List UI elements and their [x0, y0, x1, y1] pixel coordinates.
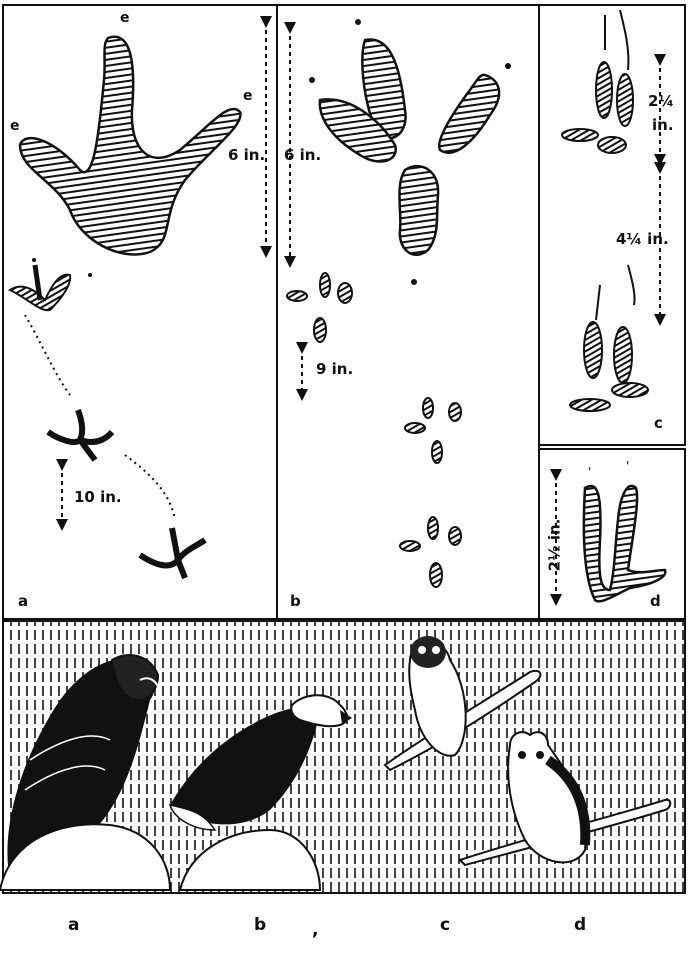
panel-d-letter: d [650, 592, 661, 610]
caption-comma: , [312, 920, 318, 940]
caption-d: d [574, 915, 586, 935]
svg-text:': ' [626, 459, 629, 473]
owl-track-d: ' ' [584, 459, 665, 601]
condor-small-track-1 [10, 258, 92, 310]
caption-a: a [68, 915, 79, 935]
panel-a-measure-6in: 6 in. [228, 146, 265, 164]
svg-text:': ' [588, 465, 591, 479]
panel-d-measure-2-1-2: 2½ in. [545, 519, 563, 572]
svg-text:e: e [120, 10, 130, 26]
eagle-small-track-3 [400, 517, 461, 587]
panel-b-letter: b [290, 592, 301, 610]
caption-b: b [254, 915, 266, 935]
eagle-small-track-2 [405, 398, 461, 463]
condor-small-track-2 [48, 410, 112, 460]
panel-a-measure-10in: 10 in. [74, 488, 122, 506]
caption-c: c [440, 915, 450, 935]
panel-b-measure-6in: 6 in. [284, 146, 321, 164]
panel-a-letter: a [18, 592, 28, 610]
owl-track-upper [562, 10, 633, 153]
condor-small-track-3 [140, 528, 205, 578]
panel-c-letter: c [654, 414, 663, 432]
panel-c-measure-4-1-4: 4¼ in. [616, 230, 669, 248]
eagle-small-track-1 [287, 273, 352, 342]
condor-large-track: e e e [10, 10, 253, 254]
svg-text:e: e [243, 88, 253, 104]
owl-track-lower [570, 265, 648, 411]
panel-c-measure-2-1-4: 2¼ [648, 92, 674, 110]
svg-text:e: e [10, 118, 20, 134]
eagle-large-track [309, 19, 511, 285]
panel-c-measure-in: in. [652, 116, 674, 134]
panel-b-measure-9in: 9 in. [316, 360, 353, 378]
